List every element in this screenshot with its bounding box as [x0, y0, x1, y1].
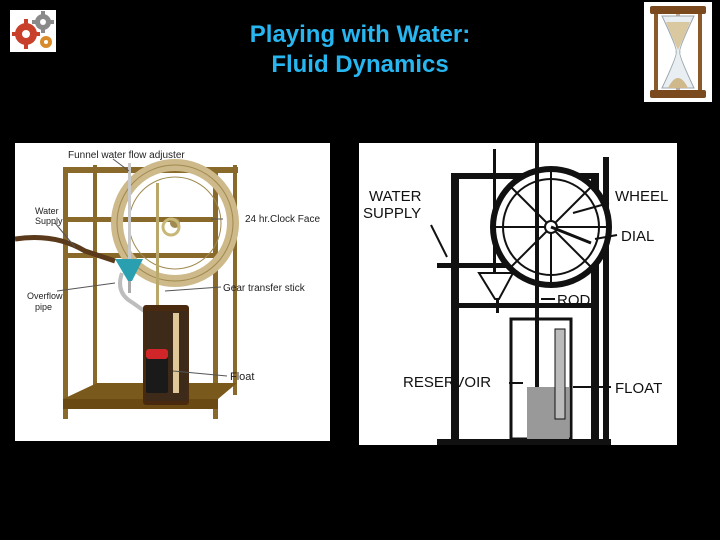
water-clock-line-diagram: WATER SUPPLY WHEEL DIAL ROD RESERVOIR FL… [359, 143, 677, 445]
slide-title-line-1: Playing with Water: [150, 20, 570, 50]
water-clock-3d-diagram: Funnel water flow adjuster Water Supply … [15, 143, 330, 441]
water-supply-label-line-2: SUPPLY [363, 205, 421, 222]
float-label: Float [230, 371, 254, 383]
wheel-label: WHEEL [615, 188, 668, 205]
dial-label: DIAL [621, 228, 654, 245]
water-supply-label-line-1: Water [35, 206, 59, 216]
rod-label: ROD [557, 292, 591, 309]
water-supply-label-line-1: WATER [369, 188, 422, 205]
float-label: FLOAT [615, 380, 662, 397]
slide-title: Playing with Water: Fluid Dynamics [150, 20, 570, 80]
hourglass-icon [644, 2, 712, 102]
gear-stick-label: Gear transfer stick [223, 283, 306, 294]
gears-logo-icon [10, 10, 56, 52]
slide-title-line-2: Fluid Dynamics [150, 50, 570, 80]
water-supply-label-line-2: Supply [35, 216, 63, 226]
funnel-label: Funnel water flow adjuster [68, 150, 185, 161]
overflow-pipe-label-line-1: Overflow [27, 291, 63, 301]
clock-face-label: 24 hr.Clock Face [245, 214, 320, 225]
reservoir-label: RESERVOIR [403, 374, 491, 391]
overflow-pipe-label-line-2: pipe [35, 302, 52, 312]
